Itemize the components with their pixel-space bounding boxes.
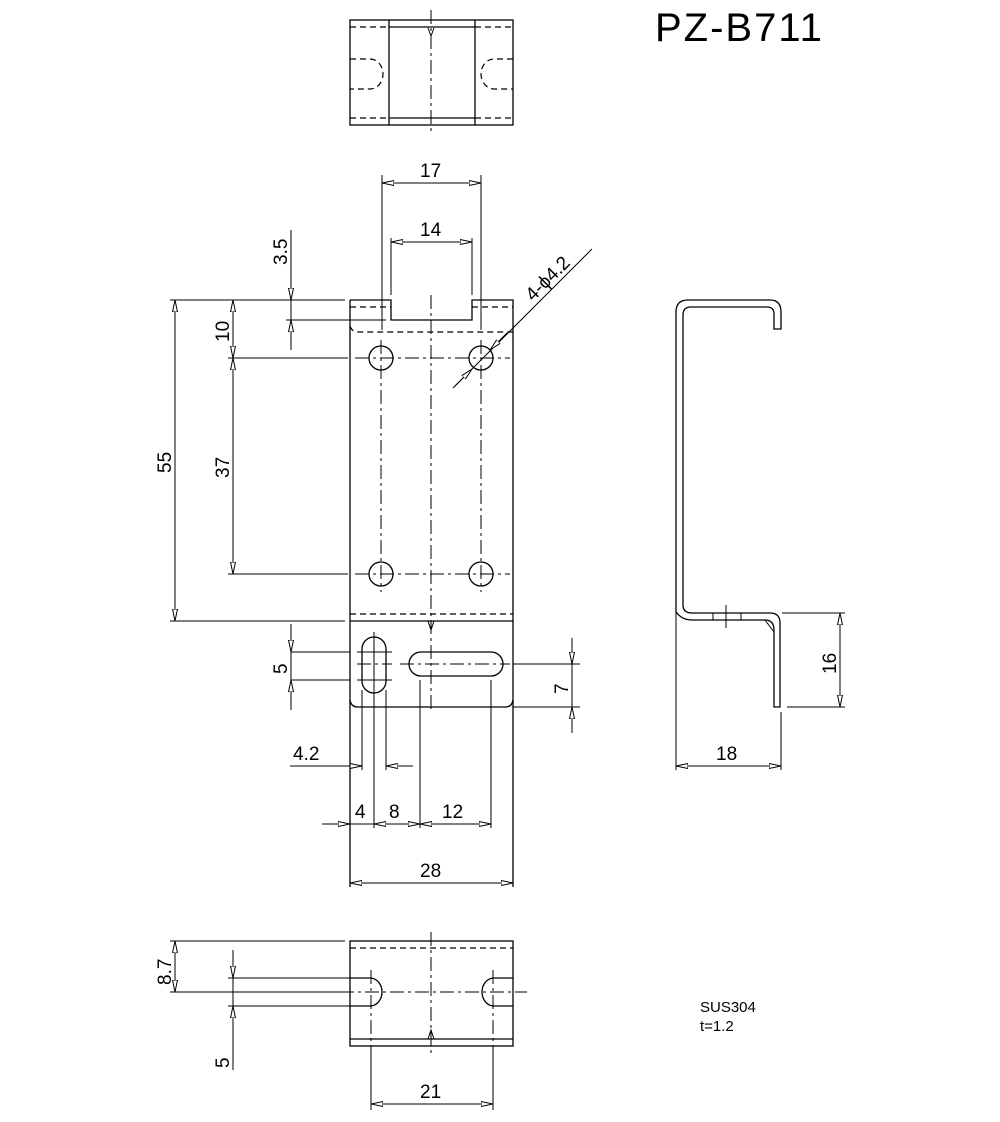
dim-14: 14 [420, 220, 442, 241]
dim-5-slot: 5 [271, 663, 292, 674]
side-view: 18 16 [675, 299, 845, 770]
dim-18: 18 [716, 744, 737, 765]
mounting-hole [468, 345, 494, 371]
dim-4-2: 4.2 [293, 744, 319, 765]
front-view: 17 14 3.5 10 37 55 4-ϕ4.2 [155, 161, 593, 887]
thickness-note: t=1.2 [700, 1018, 734, 1035]
dim-37: 37 [213, 457, 234, 478]
dim-5-bottom: 5 [213, 1057, 234, 1068]
part-number-title: PZ-B711 [655, 6, 824, 50]
dim-4: 4 [355, 802, 366, 823]
dim-8: 8 [389, 802, 400, 823]
dim-8-7: 8.7 [155, 959, 176, 985]
dim-10: 10 [213, 321, 234, 342]
dim-3-5: 3.5 [271, 239, 292, 265]
dim-16: 16 [820, 653, 841, 674]
top-view [349, 10, 514, 133]
dim-7: 7 [552, 683, 573, 694]
dim-55: 55 [155, 452, 176, 473]
material-note: SUS304 [700, 999, 756, 1016]
dim-17: 17 [420, 161, 441, 182]
dim-12: 12 [442, 802, 463, 823]
mounting-hole [368, 345, 394, 371]
bottom-view: 8.7 5 21 [155, 932, 527, 1110]
mounting-hole [368, 561, 394, 587]
mounting-hole [468, 561, 494, 587]
dim-28: 28 [420, 861, 441, 882]
hole-callout: 4-ϕ4.2 [522, 253, 575, 306]
dim-21: 21 [420, 1082, 441, 1103]
